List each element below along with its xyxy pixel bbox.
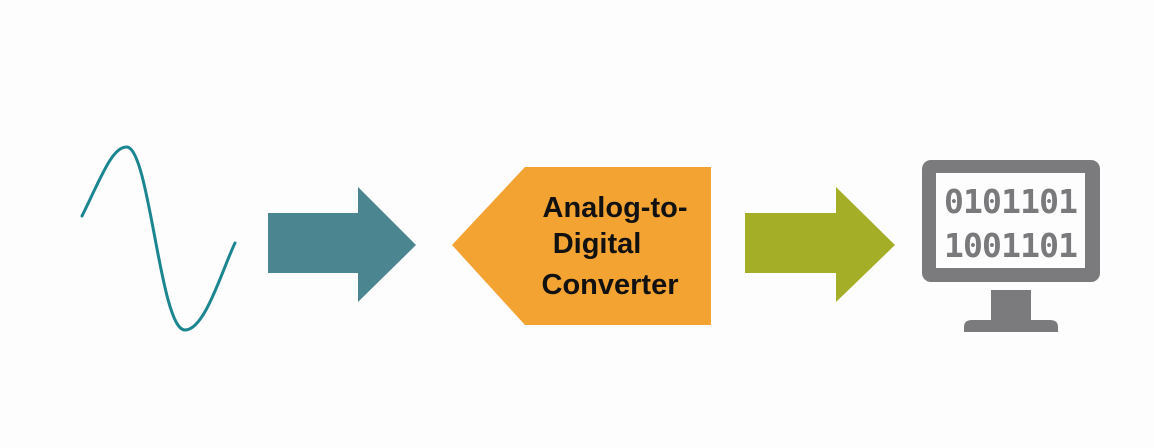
converter-label-line-3: Converter: [542, 269, 679, 301]
sine-wave-icon: [80, 145, 237, 332]
binary-line-1: 0101101: [944, 182, 1078, 221]
converter-label-line-1: Analog-to-: [543, 192, 688, 224]
converter-label-line-2: Digital: [553, 228, 642, 260]
binary-line-2: 1001101: [944, 226, 1078, 265]
arrow-right-icon: [745, 187, 895, 302]
converter-shape: [452, 167, 711, 325]
converter-block: Analog-to- Digital Converter: [452, 167, 711, 325]
monitor-icon: 0101101 1001101: [922, 160, 1100, 332]
arrow-right-icon: [268, 187, 416, 302]
